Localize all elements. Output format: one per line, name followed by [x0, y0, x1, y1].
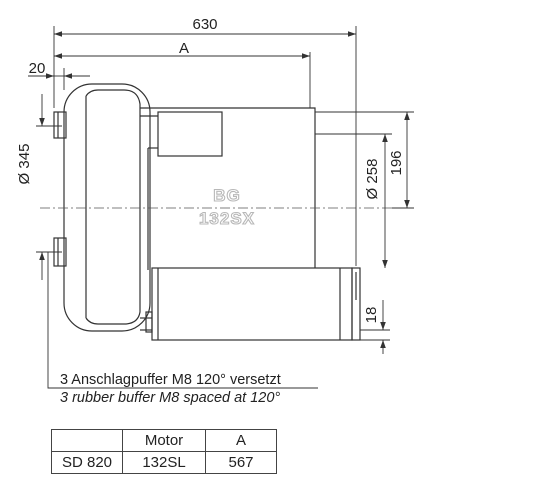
dimension-foot-height-label: 18	[363, 307, 380, 324]
dimension-overall-length	[53, 26, 357, 266]
dimension-offset-label: 20	[29, 60, 46, 77]
table-cell: SD 820	[51, 451, 123, 474]
model-label-line1: BG	[213, 186, 241, 205]
dimension-housing-diameter-label: Ø 345	[16, 144, 33, 185]
dimension-motor-diameter	[315, 133, 392, 268]
table-header-cell: A	[205, 429, 277, 452]
rubber-buffer-leader	[47, 251, 318, 389]
model-label-line2: 132SX	[199, 209, 255, 228]
note-english: 3 rubber buffer M8 spaced at 120°	[60, 390, 280, 406]
dimension-height-196-label: 196	[388, 150, 405, 175]
dimension-foot-height	[360, 300, 390, 354]
table-header-row: Motor A	[51, 429, 277, 452]
note-german: 3 Anschlagpuffer M8 120° versetzt	[60, 372, 281, 388]
table-cell: 132SL	[122, 451, 206, 474]
dimension-housing-diameter	[36, 94, 62, 280]
dimension-offset	[28, 68, 90, 90]
table-header-cell: Motor	[122, 429, 206, 452]
motor-body	[140, 107, 361, 341]
dimension-motor-diameter-label: Ø 258	[364, 159, 381, 200]
dimension-length-a-label: A	[179, 40, 189, 57]
dimension-length-a	[54, 52, 311, 108]
table-cell: 567	[205, 451, 277, 474]
spec-table: Motor A SD 820 132SL 567	[51, 429, 277, 474]
blower-housing	[53, 83, 151, 332]
dimension-height-196	[315, 111, 414, 209]
dimension-overall-length-label: 630	[192, 16, 217, 33]
table-row: SD 820 132SL 567	[51, 451, 277, 474]
table-header-cell	[51, 429, 123, 452]
